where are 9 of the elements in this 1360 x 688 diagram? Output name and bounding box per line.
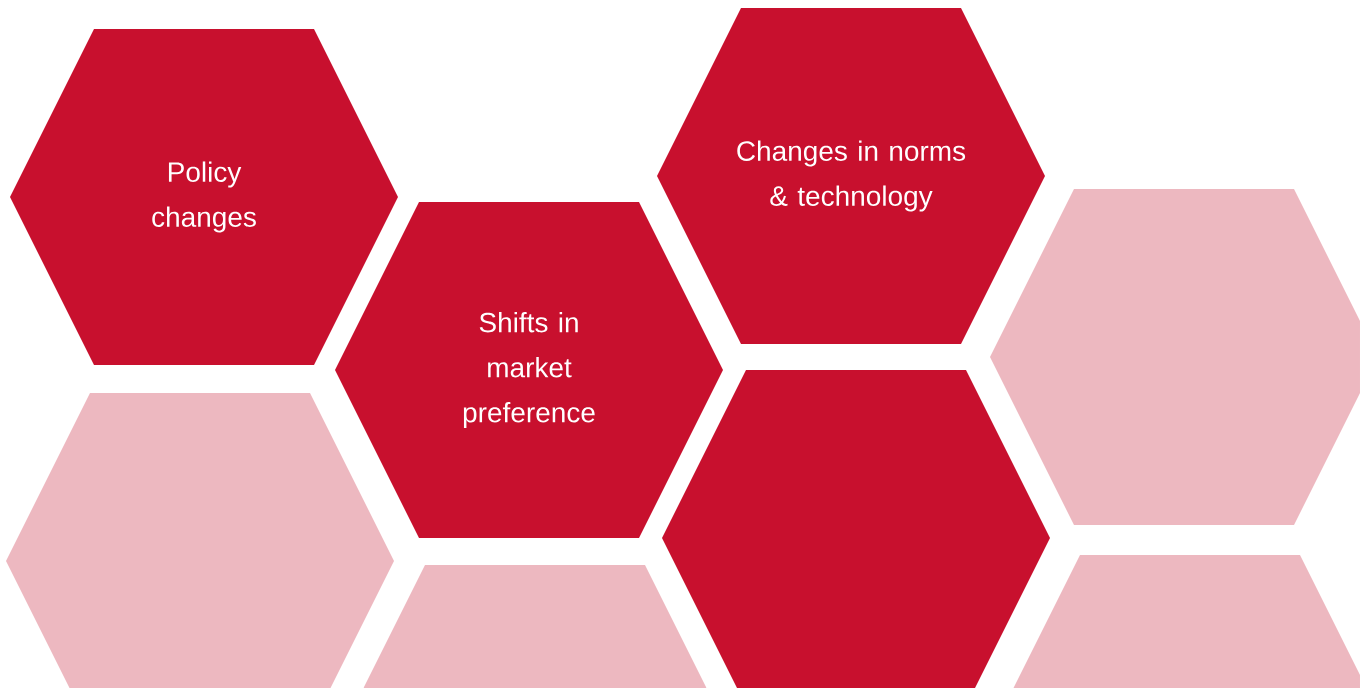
hexagon — [990, 189, 1360, 525]
hexagon — [363, 565, 707, 688]
hexagon — [6, 393, 394, 688]
node-label: Shifts in market preference — [463, 311, 595, 429]
hexagon — [1013, 555, 1360, 688]
hexagon: Shifts in market preference — [335, 202, 723, 538]
hexagon: Changes in norms & technology — [657, 8, 1045, 344]
hexagon — [662, 370, 1050, 688]
hexagon: Policy changes — [10, 29, 398, 365]
